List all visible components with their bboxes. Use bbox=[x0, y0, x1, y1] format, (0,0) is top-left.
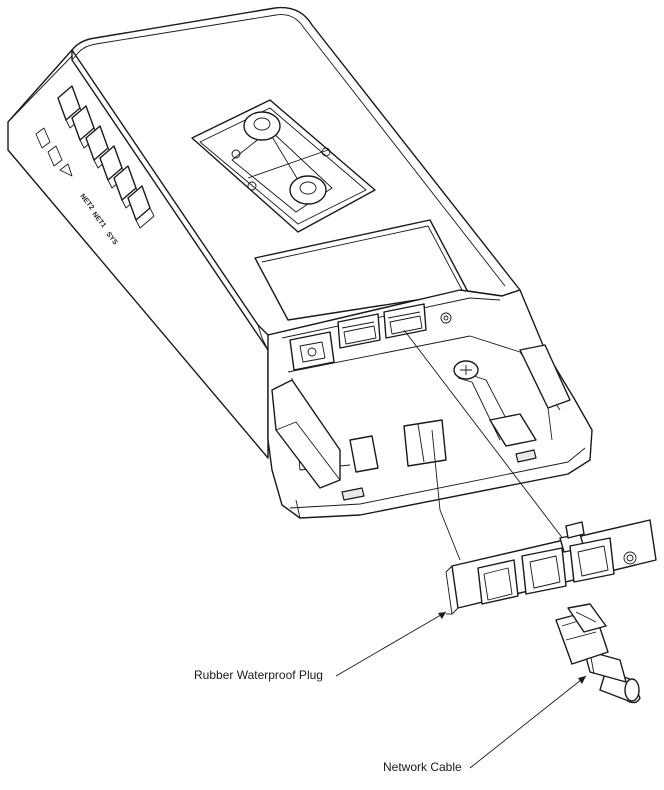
network-cable bbox=[555, 603, 641, 704]
mount-bracket bbox=[191, 99, 376, 233]
led-indicators bbox=[35, 127, 73, 177]
rubber-waterproof-plug bbox=[445, 519, 657, 615]
callout-leaders bbox=[335, 611, 587, 769]
ports bbox=[289, 303, 452, 371]
bay-ribs bbox=[271, 344, 571, 501]
callout-rubber-waterproof-plug: Rubber Waterproof Plug bbox=[194, 668, 323, 682]
connector-bay bbox=[267, 289, 593, 519]
assembly-lines bbox=[403, 329, 571, 561]
ventilation-slots bbox=[57, 85, 155, 229]
callout-network-cable: Network Cable bbox=[383, 760, 462, 774]
